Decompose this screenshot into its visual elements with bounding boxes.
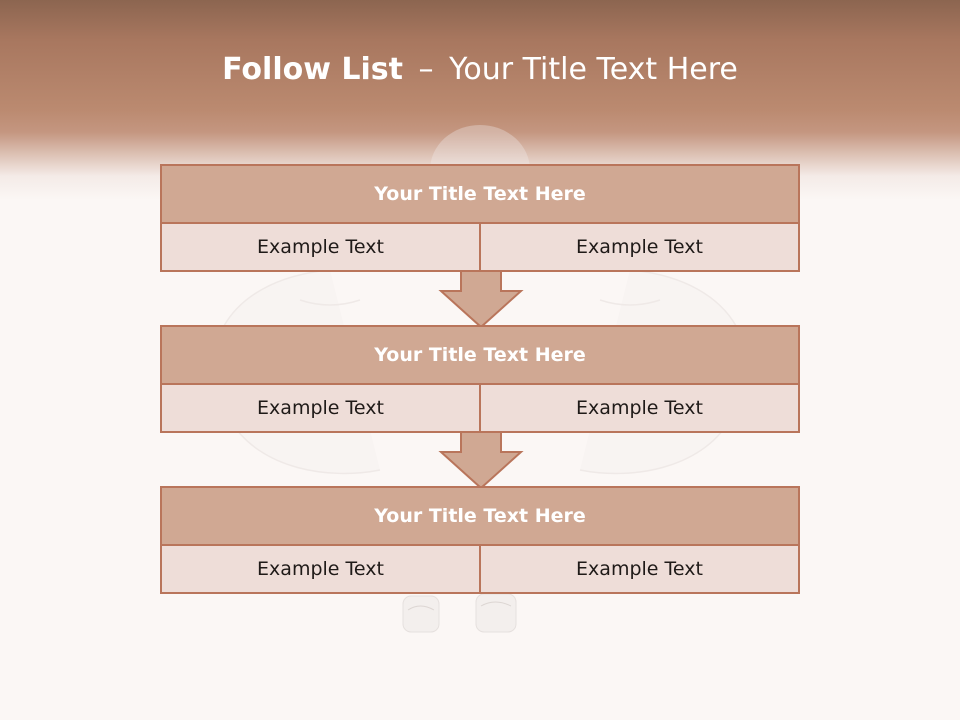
step-box-3: Your Title Text Here Example Text Exampl…	[160, 486, 800, 594]
title-rest: Your Title Text Here	[449, 52, 738, 87]
shoes-image	[402, 593, 517, 633]
step-row-1: Example Text Example Text	[162, 224, 798, 270]
step-2-left-cell: Example Text	[162, 385, 479, 431]
title-dash: –	[418, 52, 434, 87]
page-title: Follow List – Your Title Text Here	[0, 52, 960, 87]
step-title-3: Your Title Text Here	[162, 488, 798, 546]
step-box-2: Your Title Text Here Example Text Exampl…	[160, 325, 800, 433]
step-title-1: Your Title Text Here	[162, 166, 798, 224]
step-box-1: Your Title Text Here Example Text Exampl…	[160, 164, 800, 272]
step-3-left-cell: Example Text	[162, 546, 479, 592]
step-row-3: Example Text Example Text	[162, 546, 798, 592]
step-1-right-cell: Example Text	[479, 224, 798, 270]
step-row-2: Example Text Example Text	[162, 385, 798, 431]
down-arrow-icon	[438, 431, 524, 490]
step-1-left-cell: Example Text	[162, 224, 479, 270]
title-bold: Follow List	[222, 52, 403, 87]
down-arrow-icon	[438, 270, 524, 329]
step-2-right-cell: Example Text	[479, 385, 798, 431]
step-3-right-cell: Example Text	[479, 546, 798, 592]
step-title-2: Your Title Text Here	[162, 327, 798, 385]
